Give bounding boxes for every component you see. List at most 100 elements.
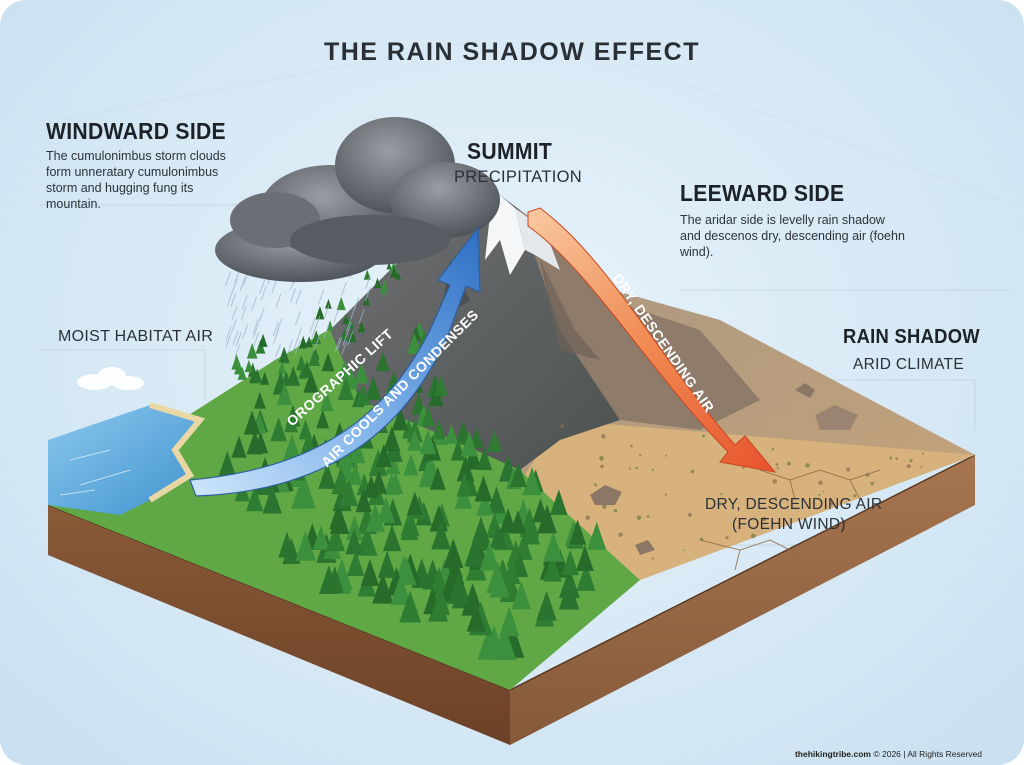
tree (432, 419, 446, 440)
tree (286, 366, 300, 386)
tree (532, 498, 549, 523)
tree (489, 523, 507, 549)
tree (346, 550, 365, 577)
tree (407, 429, 422, 451)
tree (407, 333, 422, 355)
tree (282, 434, 301, 461)
tree (421, 406, 436, 427)
leeward-description: The aridar side is levelly rain shadow a… (680, 213, 905, 259)
tree (377, 496, 395, 523)
tree (397, 556, 417, 585)
tree (326, 523, 346, 552)
tree (390, 573, 412, 605)
tree (561, 549, 579, 576)
tree (336, 360, 353, 383)
tree (576, 545, 594, 572)
tree (316, 409, 330, 429)
tree (400, 514, 419, 541)
tree (511, 580, 531, 610)
tree (383, 426, 401, 452)
bottom-foehn-label: (FOEHN WIND) (732, 516, 846, 533)
tree (345, 528, 363, 555)
tree (386, 261, 392, 270)
tree (474, 475, 493, 502)
tree (311, 330, 321, 345)
tree (390, 266, 399, 278)
tree (296, 479, 316, 509)
tree (321, 352, 335, 372)
small-cloud (77, 367, 144, 390)
tree (315, 305, 325, 320)
tree (231, 354, 242, 370)
tree (262, 485, 282, 514)
tree (464, 443, 482, 470)
tree (365, 503, 385, 532)
tree (448, 572, 469, 603)
tree (550, 489, 568, 516)
tree (356, 524, 378, 556)
tree (243, 410, 261, 435)
credit-rights: © 2026 | All Rights Reserved (871, 749, 982, 759)
summit-subheading: PRECIPITATION (454, 168, 582, 186)
credit-line: thehikingtribe.com © 2026 | All Rights R… (795, 749, 982, 759)
tree (301, 360, 313, 378)
tree (260, 371, 270, 385)
tree (479, 541, 500, 571)
tree (298, 335, 308, 349)
tree (354, 362, 369, 384)
tree (278, 531, 296, 558)
tree (569, 519, 587, 545)
tree (246, 485, 264, 512)
tree (443, 538, 464, 568)
tree (499, 606, 520, 637)
tree (429, 466, 446, 490)
tree (558, 567, 580, 599)
tree (418, 461, 437, 488)
tree (372, 572, 394, 604)
tree (376, 351, 390, 372)
tree (329, 505, 346, 530)
tree (247, 362, 258, 377)
tree (391, 406, 409, 431)
tree (461, 582, 484, 616)
tree (296, 354, 307, 371)
tree (456, 473, 473, 497)
tree (363, 269, 371, 280)
tree (295, 530, 316, 561)
moist-air-label: MOIST HABITAT AIR (58, 328, 214, 345)
summit-heading: SUMMIT (467, 138, 553, 164)
tree (536, 590, 557, 621)
tree (460, 431, 478, 457)
orographic-lift-arrow (189, 226, 481, 497)
credit-site: thehikingtribe.com (794, 749, 871, 759)
sea (48, 405, 200, 515)
tree (388, 471, 404, 495)
tree (319, 565, 339, 595)
tree (362, 294, 371, 306)
tree (419, 429, 437, 455)
tree (492, 625, 517, 661)
tree (444, 424, 459, 444)
tree (487, 430, 502, 452)
tree (276, 382, 293, 405)
tree (467, 541, 485, 568)
tree (312, 525, 330, 550)
tree (277, 361, 287, 374)
tree (522, 467, 542, 496)
tree (278, 346, 290, 363)
tree (258, 333, 268, 347)
tree (357, 320, 366, 333)
soil-front-right (510, 455, 975, 745)
tree (486, 561, 509, 593)
descending-air-arrow (527, 207, 777, 473)
tree (218, 450, 236, 477)
tree (380, 284, 388, 295)
tree (246, 342, 258, 359)
tree (375, 443, 392, 467)
tree (428, 566, 449, 596)
tree (476, 490, 494, 516)
tree (456, 455, 475, 482)
tree (237, 366, 247, 380)
tree (336, 296, 346, 311)
windward-heading: WINDWARD SIDE (46, 118, 226, 144)
